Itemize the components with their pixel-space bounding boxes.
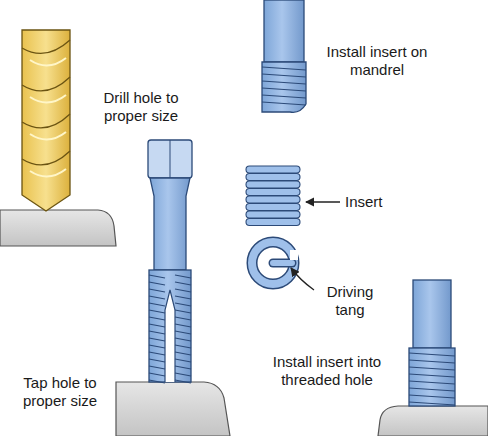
- thread-line: [175, 352, 191, 355]
- thread-line: [149, 366, 165, 369]
- thread-line: [149, 324, 165, 327]
- thread-line: [149, 296, 165, 299]
- tap: [148, 140, 192, 382]
- thread-line: [409, 402, 455, 405]
- thread-line: [409, 360, 455, 363]
- thread-line: [149, 331, 165, 334]
- coil-turn: [246, 204, 300, 211]
- callout-label: Drill hole to proper size: [82, 89, 200, 125]
- mandrel-in-hole: [409, 280, 455, 406]
- thread-line: [409, 381, 455, 384]
- thread-line: [149, 359, 165, 362]
- thread-line: [409, 388, 455, 391]
- thread-line: [149, 352, 165, 355]
- thread-line: [149, 373, 165, 376]
- coil-turn: [246, 219, 300, 226]
- thread-line: [175, 296, 191, 299]
- leader-line: [306, 201, 340, 202]
- thread-line: [409, 367, 455, 370]
- thread-line: [175, 317, 191, 320]
- callout-label: Driving tang: [312, 283, 388, 319]
- thread-line: [149, 380, 165, 383]
- thread-line: [262, 81, 306, 84]
- workpiece-block: [378, 406, 488, 436]
- thread-line: [409, 374, 455, 377]
- thread-line: [175, 310, 191, 313]
- thread-line: [175, 331, 191, 334]
- thread-line: [149, 317, 165, 320]
- coil-turn: [246, 189, 300, 196]
- thread-line: [149, 289, 165, 292]
- thread-line: [175, 303, 191, 306]
- coil-turn: [246, 196, 300, 203]
- callout-label: Insert: [345, 193, 405, 211]
- thread-line: [262, 88, 306, 91]
- callout-label: Tap hole to proper size: [6, 374, 114, 410]
- thread-line: [175, 275, 191, 278]
- thread-line: [175, 359, 191, 362]
- thread-line: [262, 102, 306, 105]
- coil-turn: [246, 211, 300, 218]
- thread-line: [149, 303, 165, 306]
- thread-line: [175, 345, 191, 348]
- thread-line: [149, 310, 165, 313]
- driving-tang-ring: [252, 242, 298, 284]
- thread-line: [149, 345, 165, 348]
- thread-line: [175, 282, 191, 285]
- workpiece-block: [116, 382, 230, 436]
- callout-label: Install insert into threaded hole: [266, 353, 388, 389]
- callout-label: Install insert on mandrel: [316, 43, 438, 79]
- thread-line: [175, 366, 191, 369]
- drill-bit: [22, 30, 70, 211]
- thread-line: [262, 67, 306, 70]
- thread-line: [149, 275, 165, 278]
- thread-line: [149, 282, 165, 285]
- coil-turn: [246, 181, 300, 188]
- leader-line: [291, 268, 314, 290]
- thread-line: [175, 373, 191, 376]
- thread-line: [175, 380, 191, 383]
- thread-line: [262, 95, 306, 98]
- thread-line: [149, 338, 165, 341]
- mandrel: [262, 0, 306, 112]
- coil-turn: [246, 166, 300, 173]
- workpiece-block: [0, 210, 116, 246]
- coil-turn: [246, 174, 300, 181]
- thread-line: [409, 353, 455, 356]
- thread-line: [262, 74, 306, 77]
- thread-strokes: [149, 67, 455, 405]
- thread-line: [175, 324, 191, 327]
- thread-line: [409, 395, 455, 398]
- thread-line: [175, 338, 191, 341]
- thread-line: [175, 289, 191, 292]
- insert-coil: [246, 166, 300, 226]
